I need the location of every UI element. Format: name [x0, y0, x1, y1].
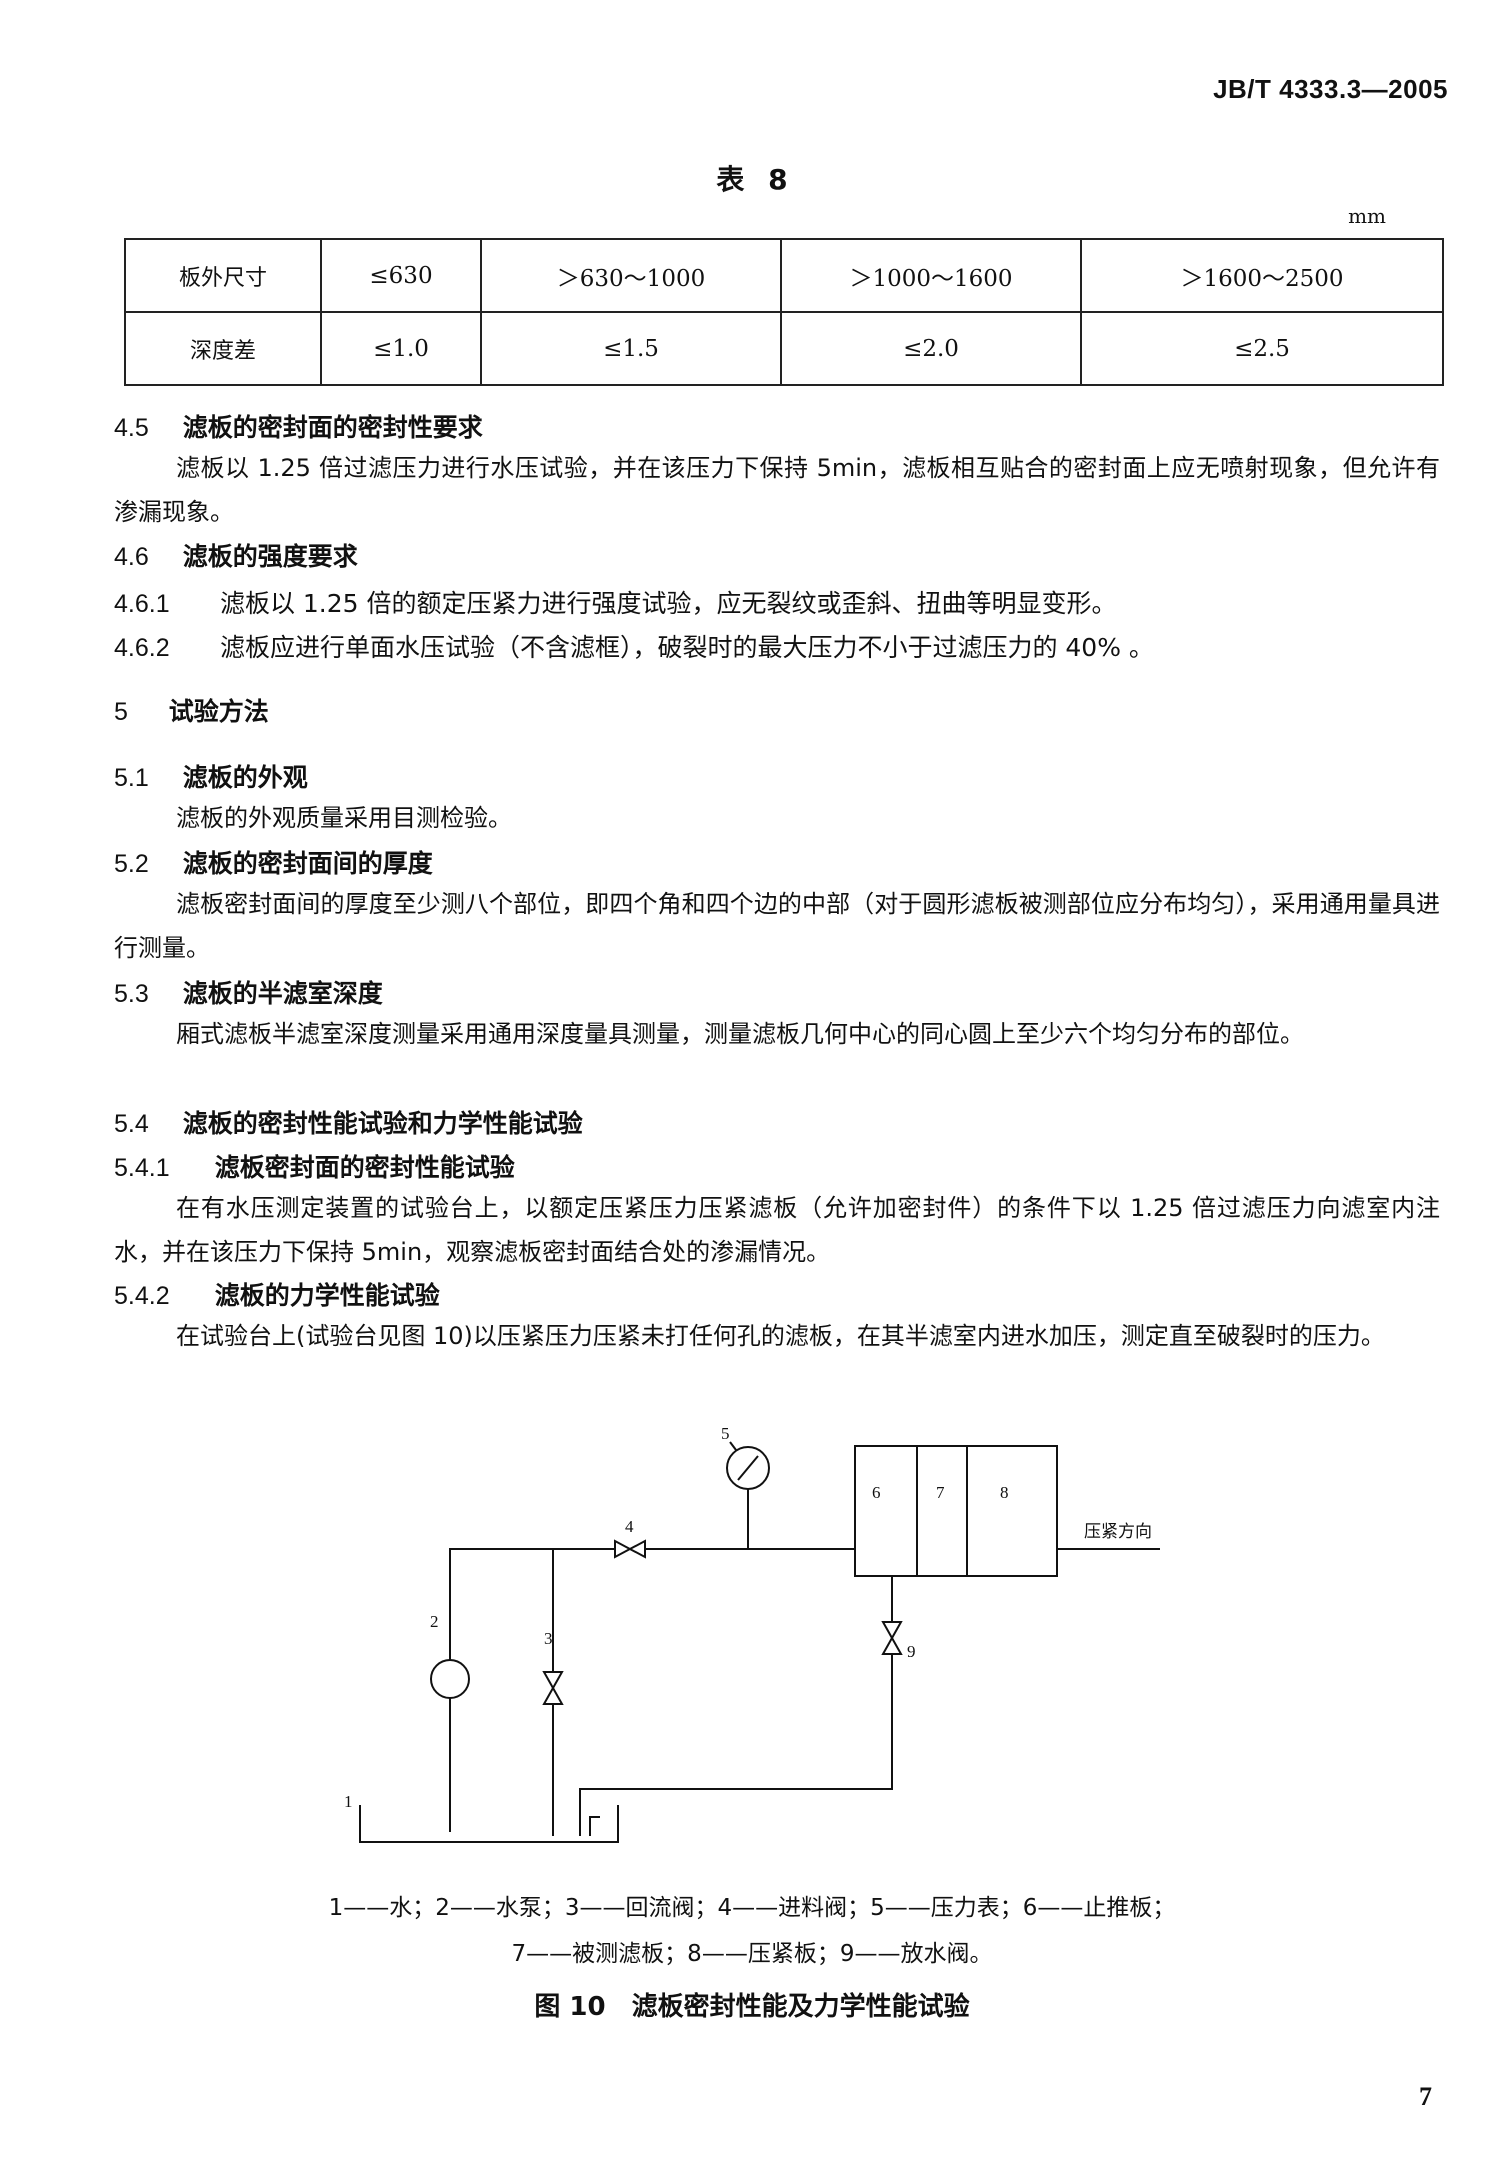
table-title: 表 8 — [716, 163, 788, 196]
water-pump-icon — [430, 1659, 470, 1699]
section-5-heading: 5 试验方法 — [114, 692, 269, 728]
section-5-3-text: 厢式滤板半滤室深度测量采用通用深度量具测量，测量滤板几何中心的同心圆上至少六个均… — [176, 1020, 1304, 1048]
plate-dividers — [916, 1446, 968, 1576]
section-title: 滤板的密封面间的厚度 — [182, 849, 433, 878]
table-cell: ≤1.5 — [480, 311, 782, 386]
table-cell: ＞1600～2500 — [1080, 238, 1444, 313]
pump-discharge-pipe — [449, 1548, 615, 1660]
table-cell: ≤630 — [320, 238, 482, 313]
section-4-6-1: 4.6.1 滤板以 1.25 倍的额定压紧力进行强度试验，应无裂纹或歪斜、扭曲等… — [114, 584, 1117, 620]
depth-difference-table: 板外尺寸 ≤630 ＞630～1000 ＞1000～1600 ＞1600～250… — [124, 238, 1444, 386]
table-cell: ＞630～1000 — [480, 238, 782, 313]
section-title: 滤板的半滤室深度 — [182, 979, 383, 1008]
section-title: 滤板的密封面的密封性要求 — [182, 413, 483, 442]
press-direction-label: 压紧方向 — [1084, 1522, 1152, 1542]
label-9: 9 — [907, 1642, 916, 1661]
section-5-1-text: 滤板的外观质量采用目测检验。 — [176, 804, 512, 832]
section-title: 试验方法 — [168, 697, 269, 726]
section-5-1-heading: 5.1 滤板的外观 — [114, 758, 308, 794]
water-tank — [359, 1805, 619, 1843]
section-5-4-heading: 5.4 滤板的密封性能试验和力学性能试验 — [114, 1104, 583, 1140]
standard-number: JB/T 4333.3—2005 — [1213, 74, 1448, 104]
table-cell: ≤2.0 — [780, 311, 1082, 386]
section-number: 5.4 — [114, 1110, 149, 1138]
section-number: 5.4.1 — [114, 1154, 170, 1182]
section-title: 滤板的外观 — [182, 763, 308, 792]
section-number: 4.5 — [114, 414, 149, 442]
label-5: 5 — [721, 1424, 730, 1443]
section-number: 4.6.1 — [114, 590, 170, 618]
table-cell: 深度差 — [124, 311, 322, 386]
figure-title: 图 10 滤板密封性能及力学性能试验 — [534, 1992, 970, 2022]
section-number: 4.6.2 — [114, 634, 170, 662]
table-row: 深度差 ≤1.0 ≤1.5 ≤2.0 ≤2.5 — [124, 311, 1444, 386]
pressure-gauge-icon — [726, 1446, 770, 1490]
section-5-3-heading: 5.3 滤板的半滤室深度 — [114, 974, 383, 1010]
label-4: 4 — [625, 1517, 634, 1536]
table-cell: 板外尺寸 — [124, 238, 322, 313]
section-number: 4.6 — [114, 543, 149, 571]
section-5-2-heading: 5.2 滤板的密封面间的厚度 — [114, 844, 433, 880]
table-cell: ≤1.0 — [320, 311, 482, 386]
label-2: 2 — [430, 1612, 439, 1631]
figure-legend-line-2: 7——被测滤板；8——压紧板；9——放水阀。 — [511, 1941, 993, 1967]
return-valve-icon — [542, 1671, 564, 1705]
section-text: 滤板应进行单面水压试验（不含滤框），破裂时的最大压力不小于过滤压力的 40% 。 — [219, 633, 1154, 662]
return-pipe — [589, 1816, 600, 1836]
drain-return-pipe — [579, 1654, 893, 1836]
section-4-6-2: 4.6.2 滤板应进行单面水压试验（不含滤框），破裂时的最大压力不小于过滤压力的… — [114, 628, 1154, 664]
section-number: 5.3 — [114, 980, 149, 1008]
section-number: 5.4.2 — [114, 1282, 170, 1310]
table-unit: mm — [1348, 204, 1386, 228]
section-5-2-text: 滤板密封面间的厚度至少测八个部位，即四个角和四个边的中部（对于圆形滤板被测部位应… — [114, 890, 1440, 962]
drain-valve-icon — [881, 1621, 903, 1655]
section-5-4-1-text: 在有水压测定装置的试验台上，以额定压紧压力压紧滤板（允许加密封件）的条件下以 1… — [114, 1194, 1440, 1266]
page-number: 7 — [1419, 2082, 1432, 2111]
label-6: 6 — [872, 1483, 881, 1502]
section-title: 滤板的强度要求 — [182, 542, 358, 571]
section-title: 滤板的力学性能试验 — [214, 1281, 440, 1310]
section-text: 滤板以 1.25 倍的额定压紧力进行强度试验，应无裂纹或歪斜、扭曲等明显变形。 — [219, 589, 1117, 618]
table-row: 板外尺寸 ≤630 ＞630～1000 ＞1000～1600 ＞1600～250… — [124, 238, 1444, 313]
plate-pack — [854, 1445, 1058, 1577]
section-5-4-2-text: 在试验台上(试验台见图 10)以压紧压力压紧未打任何孔的滤板，在其半滤室内进水加… — [176, 1322, 1385, 1350]
label-leader — [729, 1441, 737, 1451]
gauge-needle — [737, 1455, 759, 1481]
table-cell: ＞1000～1600 — [780, 238, 1082, 313]
test-rig-diagram: 1 2 3 4 5 6 7 8 9 压紧方向 — [344, 1424, 1160, 1843]
section-title: 滤板密封面的密封性能试验 — [214, 1153, 515, 1182]
label-8: 8 — [1000, 1483, 1009, 1502]
figure-legend-line-1: 1——水；2——水泵；3——回流阀；4——进料阀；5——压力表；6——止推板； — [328, 1895, 1176, 1921]
section-4-6-heading: 4.6 滤板的强度要求 — [114, 537, 358, 573]
section-4-5-heading: 4.5 滤板的密封面的密封性要求 — [114, 408, 483, 444]
section-4-5-text: 滤板以 1.25 倍过滤压力进行水压试验，并在该压力下保持 5min，滤板相互贴… — [114, 454, 1440, 526]
section-5-4-2-heading: 5.4.2 滤板的力学性能试验 — [114, 1276, 440, 1312]
label-7: 7 — [936, 1483, 945, 1502]
label-1: 1 — [344, 1792, 353, 1811]
section-number: 5.1 — [114, 764, 149, 792]
table-cell: ≤2.5 — [1080, 311, 1444, 386]
section-number: 5 — [114, 698, 128, 726]
section-title: 滤板的密封性能试验和力学性能试验 — [182, 1109, 583, 1138]
label-3: 3 — [544, 1629, 553, 1648]
feed-valve-icon — [614, 1539, 646, 1559]
section-5-4-1-heading: 5.4.1 滤板密封面的密封性能试验 — [114, 1148, 515, 1184]
section-number: 5.2 — [114, 850, 149, 878]
